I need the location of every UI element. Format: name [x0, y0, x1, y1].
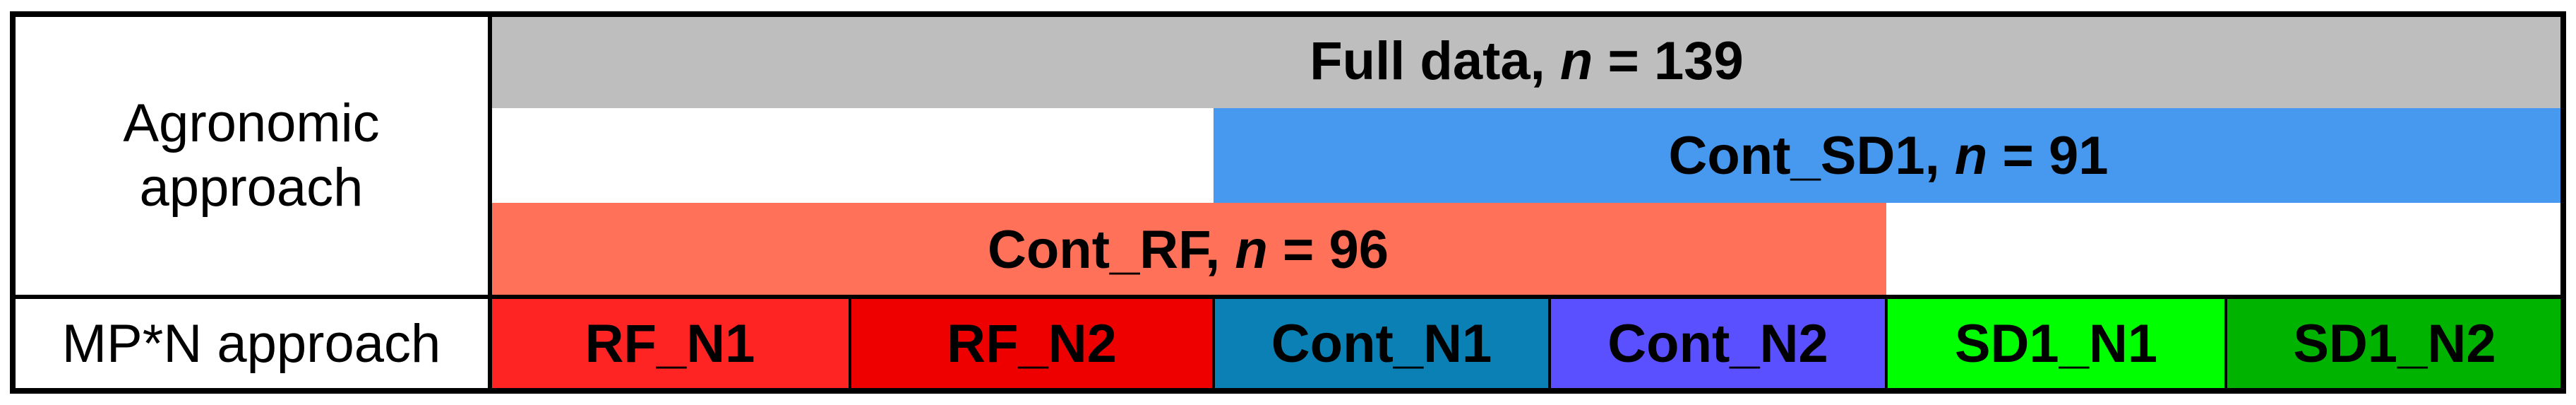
- row3-empty-cell: [1886, 203, 2563, 297]
- cont-rf-bar: Cont_RF, n = 96: [490, 203, 1886, 297]
- mpn-approach-label: MP*N approach: [13, 297, 490, 391]
- cont-sd1-count: = 91: [1987, 125, 2109, 186]
- agronomic-approach-label: Agronomic approach: [13, 14, 490, 297]
- agronomic-label-line2: approach: [139, 158, 364, 218]
- cont-sd1-bar: Cont_SD1, n = 91: [1214, 108, 2563, 203]
- full-data-count: = 139: [1593, 31, 1744, 91]
- row2-empty-cell: [490, 108, 1214, 203]
- group-cont-n1-label: Cont_N1: [1271, 314, 1492, 374]
- group-divider-5: [2224, 297, 2227, 391]
- group-sd1-n2-label: SD1_N2: [2293, 314, 2496, 374]
- group-sd1-n1-label: SD1_N1: [1954, 314, 2158, 374]
- outer-border-right: [2560, 11, 2566, 394]
- full-data-name: Full data,: [1310, 31, 1545, 91]
- outer-border-bottom: [10, 388, 2566, 394]
- group-cont-n2: Cont_N2: [1550, 297, 1886, 391]
- outer-border-top: [10, 11, 2566, 17]
- group-divider-2: [1212, 297, 1215, 391]
- mpn-row-divider: [10, 295, 2566, 299]
- cont-rf-count: = 96: [1267, 220, 1389, 280]
- label-column-divider: [488, 11, 492, 394]
- group-rf-n2-label: RF_N2: [947, 314, 1117, 374]
- group-rf-n1: RF_N1: [490, 297, 850, 391]
- cont-rf-name: Cont_RF,: [987, 220, 1221, 280]
- full-data-bar: Full data, n = 139: [490, 14, 2563, 108]
- group-cont-n1: Cont_N1: [1214, 297, 1550, 391]
- group-sd1-n1: SD1_N1: [1886, 297, 2226, 391]
- agronomic-label-line1: Agronomic: [123, 93, 380, 153]
- group-cont-n2-label: Cont_N2: [1607, 314, 1828, 374]
- group-divider-4: [1885, 297, 1888, 391]
- group-rf-n2: RF_N2: [850, 297, 1214, 391]
- cont-sd1-name: Cont_SD1,: [1668, 125, 1940, 186]
- outer-border-left: [10, 11, 16, 394]
- group-sd1-n2: SD1_N2: [2226, 297, 2563, 391]
- full-data-n: n: [1559, 31, 1593, 91]
- mpn-approach-label-text: MP*N approach: [61, 314, 441, 374]
- cont-rf-n: n: [1235, 220, 1268, 280]
- group-rf-n1-label: RF_N1: [585, 314, 755, 374]
- group-divider-1: [849, 297, 851, 391]
- group-divider-3: [1548, 297, 1551, 391]
- cont-sd1-n: n: [1954, 125, 1988, 186]
